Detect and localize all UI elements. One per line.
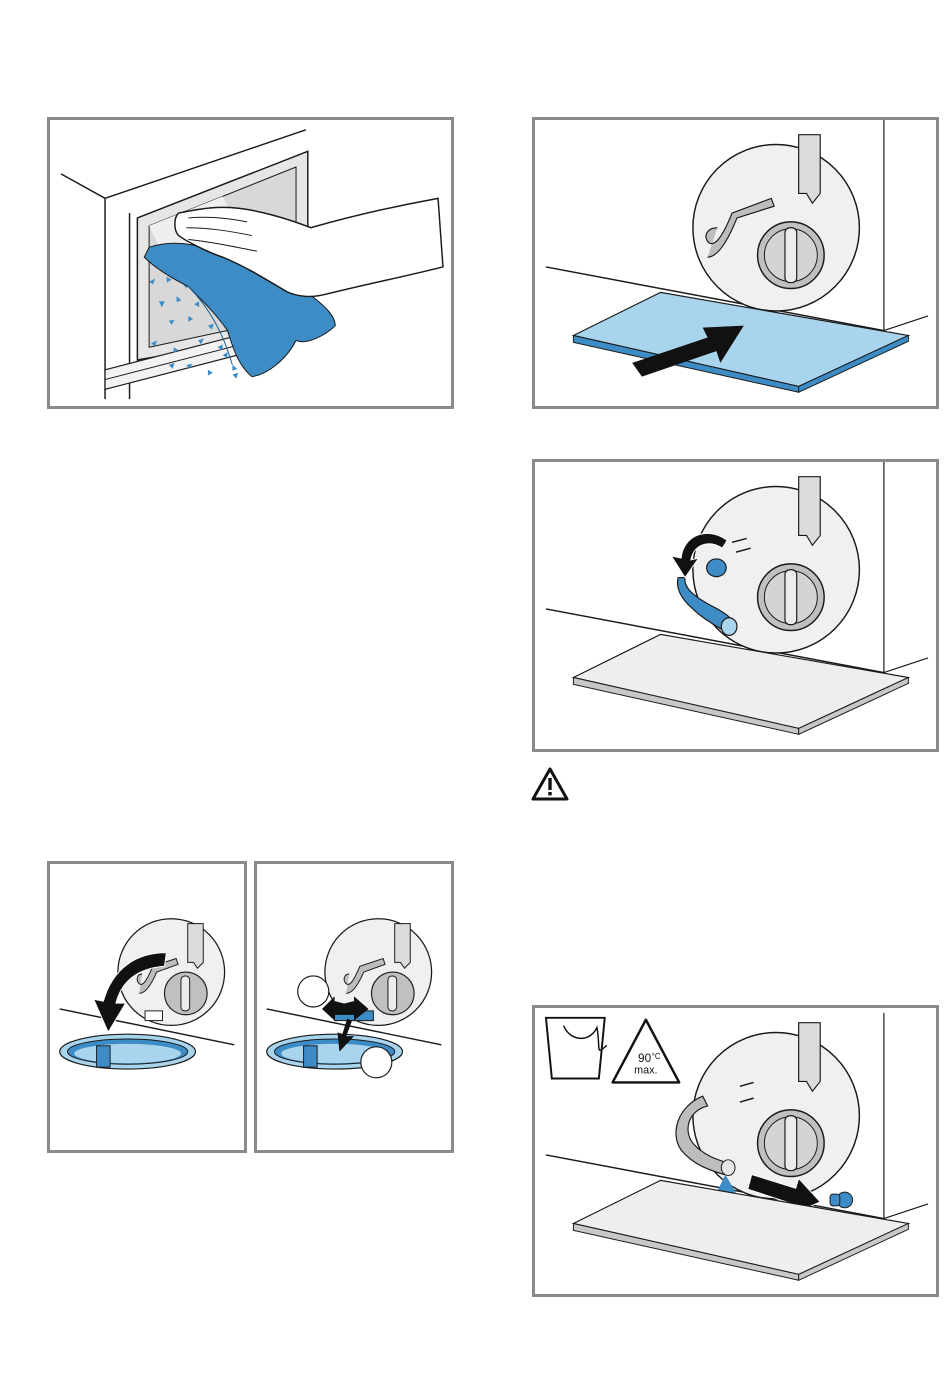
tray-insert-illustration: [535, 120, 936, 406]
hose-pull-illustration: [535, 462, 936, 749]
callout-circle-1: [298, 976, 329, 1007]
flap-open-illustration: [50, 864, 244, 1150]
figure-insert-tray: [532, 117, 939, 409]
figure-flap-remove: [254, 861, 454, 1153]
flap-remove-illustration: [257, 864, 451, 1150]
drain-water-illustration: 90 °C max.: [535, 1008, 936, 1294]
figure-wipe-cloth: [47, 117, 454, 409]
callout-circle-2: [361, 1047, 392, 1078]
temp-value: 90: [638, 1052, 652, 1065]
figure-flap-open: [47, 861, 247, 1153]
temp-max: max.: [634, 1065, 657, 1077]
figure-pull-hose: [532, 459, 939, 752]
temp-unit: °C: [652, 1052, 661, 1061]
bucket-icon: [546, 1018, 607, 1079]
warning-triangle-icon: [530, 766, 570, 802]
figure-drain-water: 90 °C max.: [532, 1005, 939, 1297]
temperature-warning-icon: 90 °C max.: [613, 1020, 680, 1083]
cloth-wipe-illustration: [50, 120, 451, 406]
